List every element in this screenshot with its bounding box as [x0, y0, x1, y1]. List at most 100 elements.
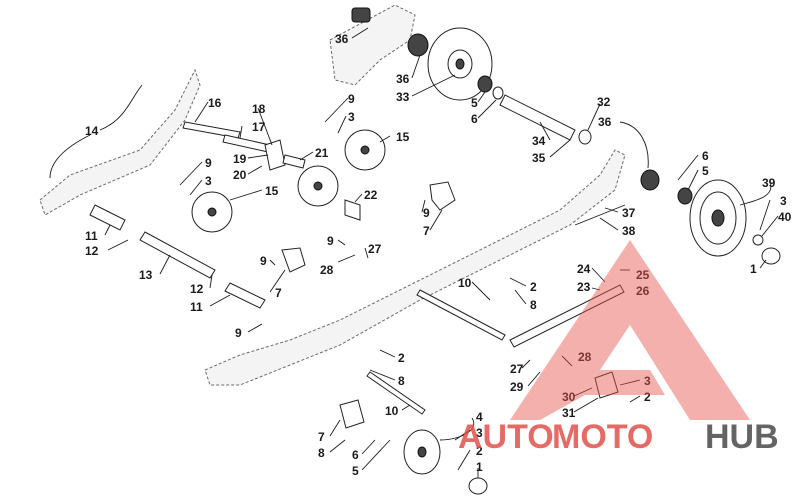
leader-lines	[49, 27, 779, 478]
upper-rail	[329, 4, 416, 86]
callout-19: 19	[233, 152, 247, 166]
callout-15: 15	[265, 184, 279, 198]
callout-4: 4	[476, 410, 483, 424]
callout-27: 27	[510, 362, 524, 376]
callout-7: 7	[275, 286, 282, 300]
bolt-10-lower	[366, 371, 426, 415]
callout-23: 23	[577, 280, 591, 294]
callout-9: 9	[205, 156, 212, 170]
callout-28: 28	[578, 350, 592, 364]
callout-37: 37	[622, 206, 636, 220]
spacer-36-right	[640, 169, 660, 191]
callout-3: 3	[348, 110, 355, 124]
watermark-hub: HUB	[705, 418, 779, 456]
callout-9: 9	[327, 234, 334, 248]
callout-6: 6	[702, 149, 709, 163]
callout-9: 9	[260, 254, 267, 268]
callout-8: 8	[398, 374, 405, 388]
callout-14: 14	[85, 124, 99, 138]
callout-39: 39	[762, 176, 776, 190]
washer-32	[578, 129, 592, 145]
callout-2: 2	[530, 280, 537, 294]
callout-6: 6	[471, 112, 478, 126]
callout-3: 3	[476, 426, 483, 440]
main-slide-rail	[204, 149, 626, 386]
automotohub-watermark: AUTO MOTO HUB	[458, 240, 779, 456]
callout-28: 28	[320, 263, 334, 277]
callout-5: 5	[471, 96, 478, 110]
spacer-36-top	[407, 33, 429, 57]
callout-5: 5	[702, 164, 709, 178]
callout-32: 32	[597, 95, 611, 109]
washer-40	[752, 234, 764, 246]
shaft-13	[139, 231, 216, 279]
callout-1: 1	[476, 460, 483, 474]
callout-5: 5	[352, 464, 359, 478]
wheel-15-upper	[344, 129, 386, 171]
callout-7: 7	[423, 224, 430, 238]
spacer-22	[344, 199, 361, 221]
callout-21: 21	[315, 146, 329, 160]
watermark-auto: AUTO	[458, 418, 554, 456]
callout-36: 36	[598, 115, 612, 129]
callout-9: 9	[348, 92, 355, 106]
stud-21	[282, 154, 306, 169]
callout-3: 3	[205, 174, 212, 188]
callout-25: 25	[636, 268, 650, 282]
callout-8: 8	[530, 298, 537, 312]
callout-33: 33	[396, 90, 410, 104]
callout-2: 2	[644, 390, 651, 404]
left-rail	[39, 68, 201, 216]
callout-3: 3	[780, 194, 787, 208]
callout-16: 16	[208, 96, 222, 110]
callout-31: 31	[562, 406, 576, 420]
wheel-15-left	[191, 191, 233, 233]
callout-1: 1	[750, 262, 757, 276]
callout-9: 9	[235, 326, 242, 340]
callout-22: 22	[364, 188, 378, 202]
callout-7: 7	[318, 430, 325, 444]
callout-15: 15	[396, 130, 410, 144]
block-31	[594, 371, 619, 399]
cap-1-right	[761, 247, 781, 265]
bracket-7-lower	[339, 399, 365, 429]
wheel-39	[689, 179, 747, 257]
callout-27: 27	[368, 242, 382, 256]
bracket-7-upper	[429, 181, 456, 211]
callout-17: 17	[252, 120, 266, 134]
callout-12: 12	[190, 282, 204, 296]
wheel-4	[403, 429, 441, 475]
callout-3: 3	[644, 374, 651, 388]
watermark-triangle-logo	[510, 240, 750, 420]
callout-10: 10	[385, 404, 399, 418]
callout-30: 30	[562, 390, 576, 404]
spacer-11-lower	[224, 282, 266, 309]
cap-36-top	[351, 7, 371, 23]
callout-9: 9	[423, 206, 430, 220]
callout-6: 6	[352, 448, 359, 462]
callout-36: 36	[396, 72, 410, 86]
shaft-17	[222, 134, 271, 153]
watermark-moto: MOTO	[552, 418, 653, 456]
callout-26: 26	[636, 284, 650, 298]
idler-wheel-33	[427, 27, 493, 101]
bracket-18	[264, 139, 286, 171]
callout-labels: 36 36 33 5 6 32 36 34 35 16 18 17 19 20 …	[85, 32, 792, 478]
callout-20: 20	[233, 168, 247, 182]
bolt-37	[574, 204, 626, 226]
callout-18: 18	[252, 102, 266, 116]
callout-13: 13	[139, 268, 153, 282]
washer-6-top	[492, 86, 504, 100]
callout-40: 40	[778, 210, 792, 224]
callout-2: 2	[398, 351, 405, 365]
bracket-7-middle	[281, 247, 306, 273]
wheel-15-middle	[297, 165, 339, 207]
bearing-5-right	[677, 187, 693, 205]
bolt-10-upper	[416, 289, 506, 341]
callout-10: 10	[458, 276, 472, 290]
callout-38: 38	[622, 224, 636, 238]
shaft-16	[182, 121, 241, 139]
bearing-5-top	[477, 75, 493, 93]
